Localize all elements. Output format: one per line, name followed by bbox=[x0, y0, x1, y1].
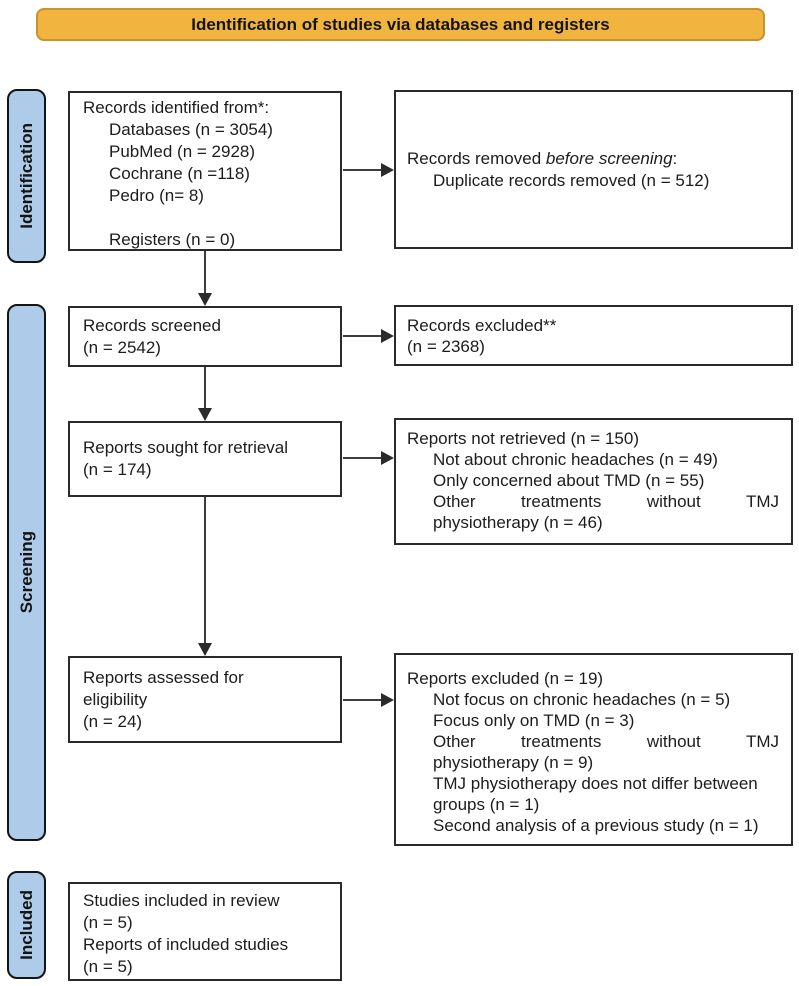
box-line: Reports sought for retrieval bbox=[83, 438, 289, 457]
box-line: Duplicate records removed (n = 512) bbox=[433, 170, 710, 190]
stage-label-screening: Screening bbox=[16, 531, 36, 614]
box-line: Registers (n = 0) bbox=[109, 230, 236, 249]
box-line: eligibility bbox=[83, 690, 148, 709]
arrow-line-identified-to-screened bbox=[204, 251, 206, 295]
arrow-right-icon bbox=[381, 329, 394, 343]
stage-bar-included: Included bbox=[7, 871, 46, 979]
box-line: Databases (n = 3054) bbox=[109, 120, 273, 139]
arrow-line-assessed-to-reports-excluded bbox=[343, 699, 383, 701]
stage-label-identification: Identification bbox=[16, 123, 36, 229]
box-line: (n = 5) bbox=[83, 913, 133, 932]
arrow-line-screened-to-sought bbox=[204, 367, 206, 410]
box-line bbox=[83, 207, 334, 229]
arrow-down-icon bbox=[198, 408, 212, 421]
box-line: Records screened bbox=[83, 316, 221, 335]
box-line: (n = 2368) bbox=[407, 337, 485, 356]
box-line: Reports assessed for bbox=[83, 668, 244, 687]
box-line: PubMed (n = 2928) bbox=[109, 142, 256, 161]
box-records-excluded: Records excluded** (n = 2368) bbox=[394, 305, 793, 366]
box-line: Pedro (n= 8) bbox=[109, 186, 204, 205]
arrow-line-sought-to-assessed bbox=[204, 497, 206, 645]
box-line: Other treatments without TMJ bbox=[433, 492, 779, 511]
box-line: Reports of included studies bbox=[83, 935, 289, 954]
box-line: Not about chronic headaches (n = 49) bbox=[433, 450, 718, 469]
box-reports-excluded: Reports excluded (n = 19) Not focus on ch… bbox=[394, 653, 793, 846]
arrow-line-sought-to-not-retrieved bbox=[343, 457, 383, 459]
box-line: Cochrane (n =118) bbox=[109, 164, 250, 183]
banner-label: Identification of studies via databases … bbox=[191, 14, 610, 34]
box-reports-not-retrieved: Reports not retrieved (n = 150) Not about… bbox=[394, 418, 793, 545]
box-line: Records removed before screening: bbox=[407, 148, 678, 168]
box-line: Reports not retrieved (n = 150) bbox=[407, 429, 639, 448]
box-records-screened: Records screened (n = 2542) bbox=[68, 306, 342, 367]
box-line: (n = 2542) bbox=[83, 338, 161, 357]
box-line: Records excluded** bbox=[407, 316, 557, 335]
box-line: physiotherapy (n = 9) bbox=[433, 753, 594, 772]
stage-bar-screening: Screening bbox=[7, 304, 46, 841]
stage-label-included: Included bbox=[16, 890, 36, 960]
box-line: Reports excluded (n = 19) bbox=[407, 669, 604, 688]
box-line: Only concerned about TMD (n = 55) bbox=[433, 471, 705, 490]
box-line: Studies included in review bbox=[83, 891, 280, 910]
box-line: groups (n = 1) bbox=[433, 795, 540, 814]
box-records-identified: Records identified from*: Databases (n = … bbox=[68, 91, 342, 251]
box-line: Other treatments without TMJ bbox=[433, 732, 779, 751]
box-reports-sought: Reports sought for retrieval (n = 174) bbox=[68, 421, 342, 497]
box-line: TMJ physiotherapy does not differ betwee… bbox=[433, 774, 758, 793]
arrow-right-icon bbox=[381, 693, 394, 707]
stage-bar-identification: Identification bbox=[7, 89, 46, 263]
box-line: physiotherapy (n = 46) bbox=[433, 513, 603, 532]
box-studies-included: Studies included in review (n = 5) Reports… bbox=[68, 882, 342, 981]
arrow-right-icon bbox=[381, 163, 394, 177]
arrow-line-screened-to-excluded bbox=[343, 335, 383, 337]
box-records-removed: Records removed before screening:Duplica… bbox=[394, 90, 793, 249]
arrow-right-icon bbox=[381, 451, 394, 465]
box-line: Records identified from*: bbox=[83, 98, 270, 117]
box-reports-assessed: Reports assessed for eligibility (n = 24) bbox=[68, 656, 342, 743]
box-line: (n = 5) bbox=[83, 957, 133, 976]
box-line: (n = 24) bbox=[83, 712, 143, 731]
arrow-down-icon bbox=[198, 643, 212, 656]
arrow-line-identified-to-removed bbox=[343, 169, 383, 171]
box-line: Second analysis of a previous study (n =… bbox=[433, 816, 759, 835]
box-line: (n = 174) bbox=[83, 460, 152, 479]
box-line: Not focus on chronic headaches (n = 5) bbox=[433, 690, 731, 709]
box-line: Focus only on TMD (n = 3) bbox=[433, 711, 635, 730]
banner-title: Identification of studies via databases … bbox=[36, 8, 765, 41]
arrow-down-icon bbox=[198, 293, 212, 306]
